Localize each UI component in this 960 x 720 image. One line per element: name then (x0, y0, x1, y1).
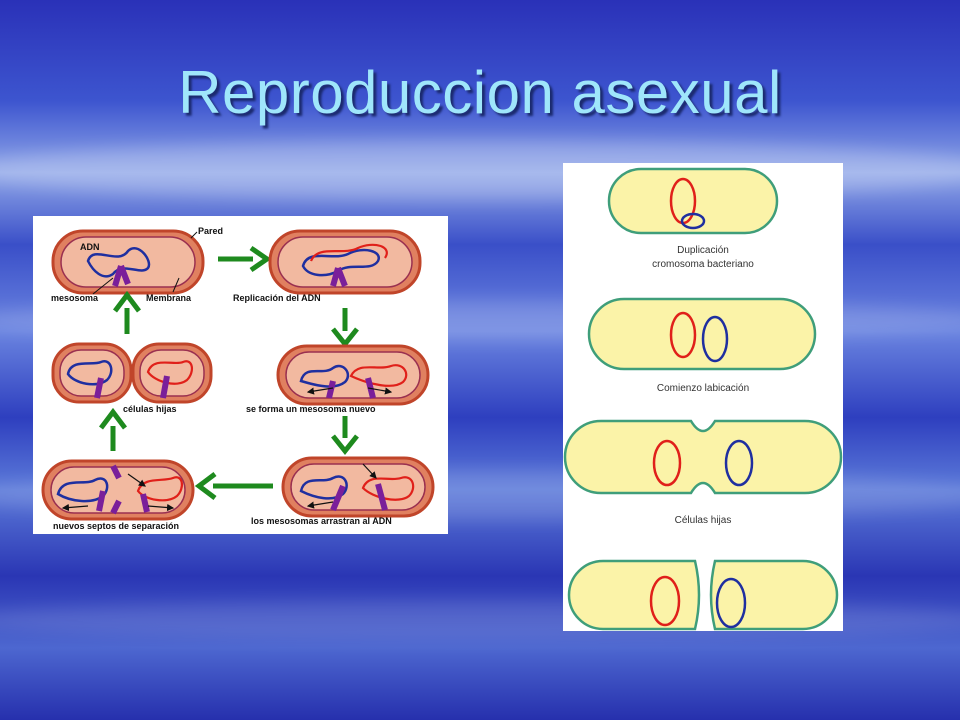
slide-title: Reproduccion asexual (178, 59, 782, 126)
capsule-constriction (563, 419, 843, 495)
label-septos: nuevos septos de separación (53, 521, 179, 531)
label-comienzo: Comienzo labicación (657, 383, 749, 394)
cell-mesosomes-drag (281, 456, 435, 518)
label-membrana: Membrana (146, 293, 192, 303)
label-arrastran: los mesosomas arrastran al ADN (251, 516, 392, 526)
cell-initial (51, 229, 205, 295)
label-replicacion: Replicación del ADN (233, 293, 321, 303)
cell-replication (268, 229, 422, 295)
cell-new-septa (41, 459, 195, 521)
division-cycle-svg: ADN Pared mesosoma Membrana Replicación … (41, 226, 435, 531)
label-pared: Pared (198, 226, 223, 236)
capsule-elongation (587, 297, 817, 371)
label-celulas-hijas: Células hijas (675, 515, 732, 526)
label-nuevo-mesosoma: se forma un mesosoma nuevo (246, 404, 376, 414)
capsule-separated (567, 559, 839, 631)
cell-new-mesosome (276, 344, 430, 406)
cell-daughters (51, 342, 213, 404)
label-adn: ADN (80, 242, 100, 252)
label-duplicacion: Duplicación (677, 245, 729, 256)
label-cromosoma: cromosoma bacteriano (652, 259, 754, 270)
capsule-duplication (607, 167, 779, 235)
label-mesosoma: mesosoma (51, 293, 99, 303)
division-cycle-figure: ADN Pared mesosoma Membrana Replicación … (33, 216, 448, 534)
binary-fission-figure: Duplicación cromosoma bacteriano Comienz… (563, 163, 843, 631)
binary-fission-svg: Duplicación cromosoma bacteriano Comienz… (563, 167, 843, 631)
label-hijas: células hijas (123, 404, 177, 414)
